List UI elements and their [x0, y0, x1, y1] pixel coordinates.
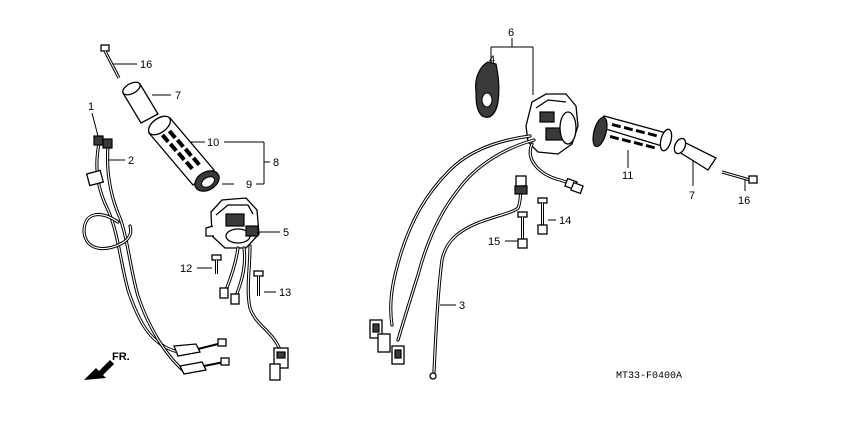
callout-15: 15: [488, 236, 500, 248]
screw-13: [253, 270, 264, 296]
handlebar-switch-housing-right: [525, 93, 579, 155]
callout-11: 11: [622, 170, 633, 182]
handlebar-switch-housing-left: [205, 197, 260, 249]
grip-end-weight-right: [673, 137, 717, 171]
callout-9: 9: [246, 179, 252, 191]
callout-6: 6: [508, 27, 514, 39]
callout-3: 3: [459, 300, 465, 312]
callout-12: 12: [180, 263, 192, 275]
switch-wire-harness-right: [369, 134, 584, 365]
callout-8: 8: [273, 157, 279, 169]
screw-14: [537, 197, 548, 235]
callout-7-right: 7: [689, 190, 695, 202]
bolt-16-right: [721, 170, 758, 184]
callout-10: 10: [207, 137, 219, 149]
bolt-16-left: [100, 44, 121, 79]
throttle-grip: [147, 115, 215, 186]
switch-wire-harness-left: [219, 244, 289, 381]
grip-end-weight-left: [122, 81, 159, 124]
callout-14: 14: [559, 215, 571, 227]
callout-2: 2: [128, 155, 134, 167]
leader-1: [91, 112, 99, 137]
callout-13: 13: [279, 287, 291, 299]
handle-grip-right: [592, 115, 673, 152]
screw-12: [211, 254, 222, 274]
arrow-left-down-icon: [84, 360, 114, 380]
callout-1: 1: [88, 101, 94, 113]
throttle-cables: [82, 135, 230, 375]
control-cable-3: [429, 175, 528, 380]
callout-5: 5: [283, 227, 289, 239]
callout-16-right: 16: [738, 195, 750, 207]
diagram-code: MT33-F0400A: [616, 371, 682, 382]
callout-4: 4: [489, 54, 495, 66]
choke-lever: [475, 61, 500, 118]
throttle-pipe: [194, 170, 220, 192]
front-direction-label: FR.: [112, 351, 130, 363]
callout-16-left: 16: [140, 59, 152, 71]
callout-7-left: 7: [175, 90, 181, 102]
screw-15: [517, 211, 528, 249]
